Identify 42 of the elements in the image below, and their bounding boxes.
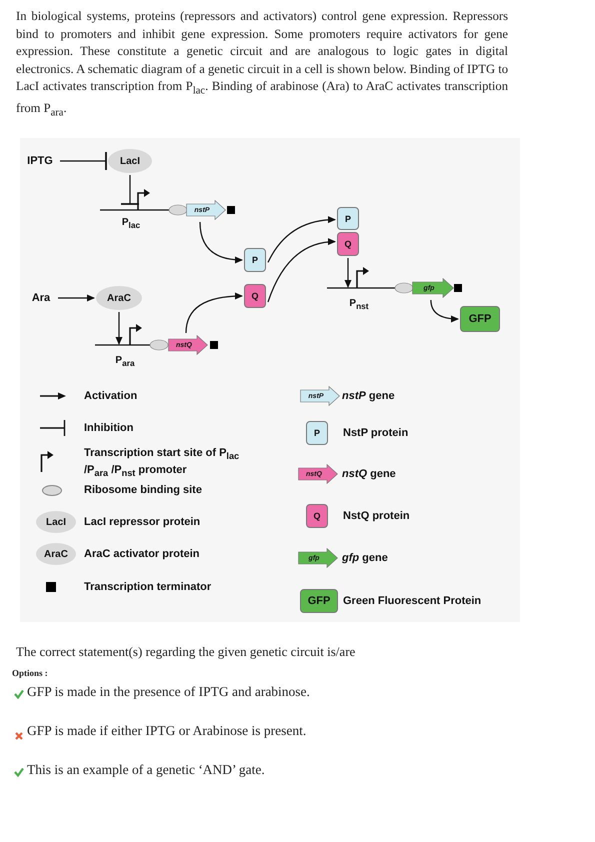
arrow [58,294,95,302]
arrow [199,222,243,264]
option-text: GFP is made in the presence of IPTG and arabinose. [27,684,310,700]
options-heading: Options : [12,668,48,678]
legend-text: AraC activator protein [84,547,200,561]
legend-text: gfp gene [342,551,388,565]
arrow [344,258,352,288]
option-text: GFP is made if either IPTG or Arabinose is present. [27,723,306,739]
promoter-label: P$_{nst}$ [334,289,384,311]
legend-text: nstP gene [342,389,395,403]
protein-box: Q [337,232,359,256]
question-text: The correct statement(s) regarding the given genetic circuit is/are [16,644,356,660]
input-label: IPTG [22,153,58,169]
arrow [116,312,122,345]
legend-text: NstQ protein [343,509,410,523]
inhibition-line [120,175,140,205]
legend-text: LacI repressor protein [84,515,200,529]
legend-text: NstP protein [343,426,408,440]
promoter-label: P$_{lac}$ [108,206,154,230]
option-text: This is an example of a genetic ‘AND’ gate. [27,762,265,778]
legend-text: Transcription start site of P$_{lac}$ /P$_{ara}$ /P$_{nst}$ promoter [84,446,240,480]
question-paragraph: In biological systems, proteins (repressors and activators) control gene expression. Repressors bind to promoters and inhibit gene expression. Some promoters require activators for gene expression. These constitute a genetic circuit and are analogous to logic gates in digital electronics. A schematic diagram of a genetic circuit in a cell is shown below. Binding of IPTG to LacI activates transcription from P$_{lac}$. Binding of arabinose (Ara) to AraC activates transcription from P$_{ara}$. [16,8,508,121]
legend-text: Green Fluorescent Protein [343,594,482,608]
legend-text: Ribosome binding site [84,483,202,497]
inhibition-line [60,151,107,171]
protein-box: P [244,248,266,272]
legend-text: nstQ gene [342,467,396,481]
legend-text: Activation [84,389,138,403]
protein-box: P [337,207,359,230]
input-label: Ara [26,290,56,306]
protein-box: GFP [300,589,338,613]
arrow [185,292,243,334]
arrow [267,238,336,302]
arrow [267,216,336,263]
legend-text: Inhibition [84,421,134,435]
protein-box: GFP [460,306,500,332]
legend-text: Transcription terminator [84,580,212,594]
arrow [430,300,459,322]
protein-box: Q [244,284,266,308]
promoter-label: P$_{ara}$ [100,346,150,368]
protein-box: P [306,421,328,445]
protein-box: Q [306,504,328,528]
